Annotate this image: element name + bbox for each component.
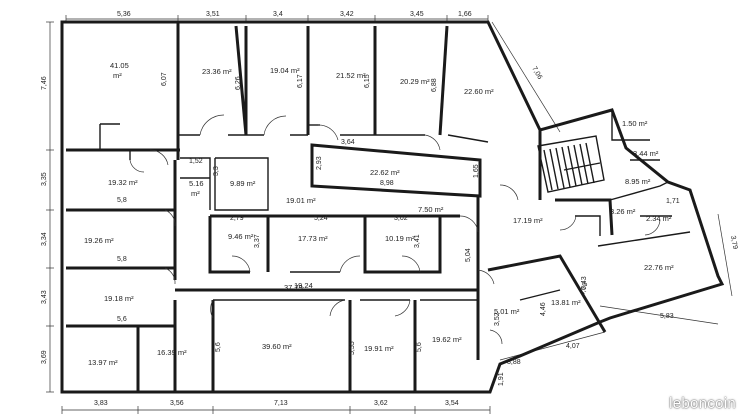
room-area-label: 13.97 m² [88,358,118,367]
room-area-label: 5.01 m² [494,307,520,316]
dimension-label: 5,55 [349,341,356,355]
room-area-label: 10.19 m² [385,234,415,243]
room-area-label: 21.52 m² [336,71,366,80]
dimension-label: 2,79 [230,215,244,222]
room-area-label: 17.73 m² [298,234,328,243]
dimension-label: 8,98 [380,180,394,187]
dimension-label: 3,34 [41,232,48,246]
dimension-label: 7,06 [530,66,543,81]
dimension-label: 5,6 [416,342,423,352]
dimension-label: 6,43 [581,276,588,290]
dimension-label: 5,8 [117,197,127,204]
room-area-label: 9.89 m² [230,179,256,188]
watermark-logo: leboncoin [669,395,736,412]
dimension-label: 7,13 [274,400,288,407]
dimension-label: 5,6 [215,342,222,352]
dimension-label: 1,52 [189,158,203,165]
dimension-label: 4,46 [540,302,547,316]
room-area-unit: m² [191,189,200,198]
dimension-label: 3,45 [410,11,424,18]
room-area-label: 1.50 m² [622,119,648,128]
dimension-label: 5,04 [465,248,472,262]
room-area-label: 3.26 m² [610,207,636,216]
dimension-label: 6,07 [161,72,168,86]
room-area-label: 19.24 [294,281,313,290]
dimension-label: 3,62 [374,400,388,407]
dimension-lines [46,15,733,414]
dimension-label: 6,15 [364,74,371,88]
room-area-label: 13.81 m² [551,298,581,307]
dimension-label: 1,71 [666,198,680,205]
dimension-label: 3,69 [41,350,48,364]
dimension-label: 3,3 [213,166,220,176]
dimension-label: 5,36 [117,11,131,18]
dimension-label: 3,4 [273,11,283,18]
interior-walls [66,22,691,392]
room-area-label: 41.05 [110,61,129,70]
room-area-label: 5.16 [189,179,204,188]
dimension-label: 6,88 [431,78,438,92]
room-area-label: 3.44 m² [633,149,659,158]
room-area-label: 22.62 m² [370,168,400,177]
room-area-label: 19.91 m² [364,344,394,353]
room-area-label: 22.76 m² [644,263,674,272]
room-area-label: 17.19 m² [513,216,543,225]
room-area-label: 2.34 m² [646,214,672,223]
dimension-label: 3,51 [206,11,220,18]
exterior-walls [60,20,725,394]
dimension-label: 3,83 [94,400,108,407]
dimension-label: 1,66 [458,11,472,18]
dimension-label: 3,79 [729,235,738,250]
dimension-label: 5,24 [314,215,328,222]
dimension-label: 3,52 [494,312,501,326]
dimension-label: 1,91 [498,372,505,386]
room-area-label: 9.46 m² [228,232,254,241]
room-area-label: 23.36 m² [202,67,232,76]
dimension-label: 3,35 [41,172,48,186]
room-area-label: 20.29 m² [400,77,430,86]
room-area-label: 16.39 m² [157,348,187,357]
room-area-label: 22.60 m² [464,87,494,96]
room-area-label: 19.32 m² [108,178,138,187]
dimension-label: 3,56 [170,400,184,407]
dimension-label: 3,41 [414,234,421,248]
room-area-label: 19.18 m² [104,294,134,303]
dimension-label: 3,37 [254,234,261,248]
staircase [537,135,605,193]
room-area-label: 7.50 m² [418,205,444,214]
room-area-label: 39.60 m² [262,342,292,351]
doors [129,114,661,345]
dimension-label: 5,83 [660,313,674,320]
room-area-label: 37.79 [284,283,303,292]
room-labels: 41.05 m² 23.36 m² 19.04 m² 21.52 m² 20.2… [84,61,674,367]
room-area-label: 8.95 m² [625,177,651,186]
dimension-label: 4,07 [566,343,580,350]
dimension-label: 7,46 [41,76,48,90]
dimension-label: 3,64 [341,139,355,146]
dimension-label: 2,93 [316,156,323,170]
room-area-label: 19.62 m² [432,335,462,344]
room-area-label: 19.26 m² [84,236,114,245]
dimension-label: 6,26 [235,76,242,90]
dimension-label: 3,54 [445,400,459,407]
room-area-label: 19.04 m² [270,66,300,75]
room-area-label: 19.01 m² [286,196,316,205]
dimension-label: 3,88 [507,359,521,366]
dimension-label: 4,79 [579,281,589,296]
dimension-label: 1,65 [473,164,480,178]
room-area-unit: m² [113,71,122,80]
dimension-label: 5,6 [117,316,127,323]
dimension-label: 3,42 [340,11,354,18]
dimension-label: 3,02 [394,215,408,222]
dimension-label: 3,43 [41,290,48,304]
dimension-label: 5,8 [117,256,127,263]
dimension-label: 6,17 [297,74,304,88]
